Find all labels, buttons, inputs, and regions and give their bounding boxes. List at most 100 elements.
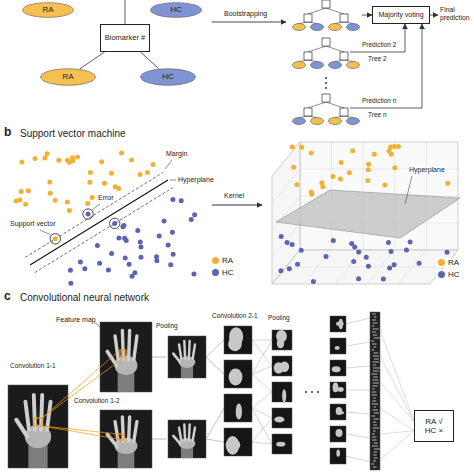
callout-label: Support vector [10, 220, 56, 228]
hc-point [295, 262, 300, 267]
node-text: RA [42, 5, 53, 14]
hc-point [311, 279, 316, 284]
hyperplane-surface [276, 190, 460, 238]
hc-point [408, 240, 413, 245]
ra-point [90, 195, 95, 200]
finger [183, 425, 186, 441]
finger [188, 425, 191, 441]
feature-blob [335, 346, 340, 350]
margin-line [35, 188, 173, 273]
dense-unit [373, 347, 376, 348]
layer-label: Pooling [268, 314, 290, 321]
dense-layer [370, 312, 380, 470]
ra-point [319, 180, 324, 185]
dense-unit [372, 344, 377, 345]
legend-item: HC [436, 270, 462, 279]
input-image [8, 385, 68, 468]
grid-line [286, 267, 444, 268]
legend-text: HC [222, 268, 234, 277]
hc-point [171, 252, 176, 257]
node-text: HC [170, 5, 182, 14]
convolution-line [42, 426, 124, 440]
dense-unit [373, 371, 379, 372]
hc-point [349, 241, 354, 246]
node-text: HC [162, 72, 174, 81]
ra-point [70, 155, 75, 160]
tree-leaf-oval [329, 118, 342, 125]
finger [179, 344, 181, 358]
hc-point [445, 250, 450, 255]
hc-point [285, 240, 290, 245]
finger [122, 417, 123, 441]
hc-point [166, 242, 171, 247]
thumb [173, 354, 180, 362]
ra-point [366, 162, 371, 167]
tree-leaf-oval [347, 24, 360, 31]
dense-unit [374, 317, 376, 318]
prediction-label: Prediction 2 [362, 41, 396, 48]
ra-point [445, 181, 450, 186]
feature-blob [339, 319, 343, 329]
dense-unit [371, 341, 374, 342]
prediction-arrow [350, 24, 405, 52]
finger [134, 336, 137, 360]
ra-point [145, 170, 150, 175]
ra-point [53, 198, 58, 203]
hc-point [278, 268, 283, 273]
ra-point [119, 150, 124, 155]
hc-point [189, 217, 194, 222]
ra-point [48, 191, 53, 196]
tree-branch [326, 46, 344, 52]
class-leaf-oval: RA [22, 2, 74, 18]
tree-leaf-oval [311, 118, 324, 125]
dense-line [346, 434, 370, 438]
tree-split-square [322, 94, 330, 102]
dense-unit [373, 362, 379, 363]
ra-point [109, 171, 114, 176]
ra-point [387, 148, 392, 153]
hc-point [287, 266, 292, 271]
layer-line [206, 357, 224, 374]
finger [188, 341, 191, 359]
dense-line [346, 456, 370, 462]
ra-point [339, 160, 344, 165]
hc-point [417, 261, 422, 266]
output-line [380, 431, 414, 460]
tree-branch [326, 102, 344, 108]
bootstrap-arrow [212, 22, 286, 23]
finger [183, 341, 186, 359]
ra-point [350, 148, 355, 153]
leader-line [165, 160, 172, 169]
hc-point [299, 248, 304, 253]
dense-unit [372, 410, 377, 411]
legend-swatch [438, 271, 445, 278]
prediction-arrow [350, 24, 422, 108]
hc-point [138, 245, 143, 250]
ra-point [365, 178, 370, 183]
ra-point [99, 159, 104, 164]
tree-branch [125, 0, 126, 24]
dense-unit [373, 383, 379, 384]
dense-unit [371, 464, 374, 465]
dense-unit [373, 428, 379, 429]
hc-point [351, 259, 356, 264]
oval-shape [141, 69, 196, 86]
dense-unit [372, 446, 378, 447]
hc-point [138, 255, 143, 260]
feature-blob [229, 368, 243, 385]
legend-swatch [212, 269, 219, 276]
feature-blob [276, 330, 287, 343]
ra-point [102, 181, 107, 186]
hc-point [279, 234, 284, 239]
legend-swatch [212, 257, 219, 264]
dense-unit [374, 359, 379, 360]
hc-point [386, 240, 391, 245]
finger [179, 428, 181, 441]
dense-unit [372, 437, 376, 438]
ra-point [85, 201, 90, 206]
feature-tile [330, 382, 346, 398]
hc-point [106, 267, 111, 272]
dense-unit [374, 443, 378, 444]
ra-point [151, 162, 156, 167]
dense-unit [372, 404, 378, 405]
